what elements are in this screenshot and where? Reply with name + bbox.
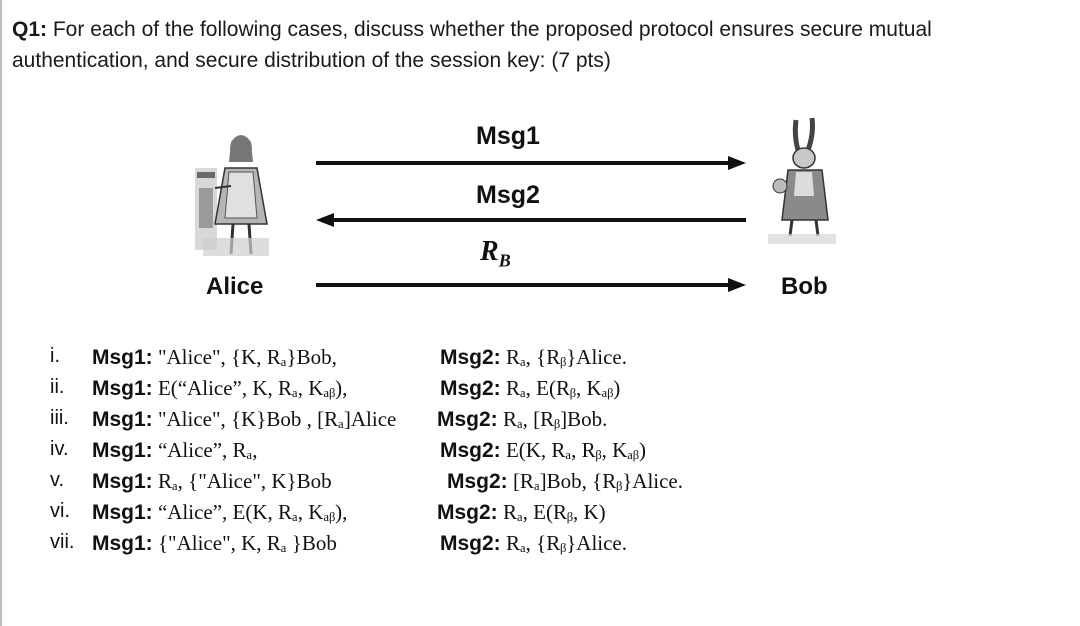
page-left-border [0, 0, 2, 626]
msg1-label: Msg1 [476, 122, 540, 150]
case-row: vi. Msg1: “Alice”, E(K, Rₐ, Kₐᵦ), Msg2: … [0, 500, 1080, 530]
case-number: vii. [50, 531, 75, 553]
case-number: i. [50, 345, 60, 367]
question-body: For each of the following cases, discuss… [12, 18, 932, 72]
case-row: iii. Msg1: "Alice", {K}Bob , [Rₐ]Alice M… [0, 407, 1080, 437]
case-msg2: Msg2: Rₐ, [Rᵦ]Bob. [437, 407, 608, 431]
case-row: v. Msg1: Rₐ, {"Alice", K}Bob Msg2: [Rₐ]B… [0, 469, 1080, 499]
rb-arrow-right [316, 278, 746, 292]
case-msg1: Msg1: "Alice", {K}Bob , [Rₐ]Alice [92, 407, 397, 431]
msg1-arrow-right [316, 156, 746, 170]
case-msg1: Msg1: E(“Alice”, K, Rₐ, Kₐᵦ), [92, 376, 348, 400]
case-msg2: Msg2: Rₐ, E(Rᵦ, Kₐᵦ) [440, 376, 621, 400]
case-msg1: Msg1: “Alice”, Rₐ, [92, 438, 258, 462]
case-number: ii. [50, 376, 65, 398]
alice-illustration [195, 135, 269, 256]
case-row: vii. Msg1: {"Alice", K, Rₐ }Bob Msg2: Rₐ… [0, 531, 1080, 561]
case-msg2: Msg2: E(K, Rₐ, Rᵦ, Kₐᵦ) [440, 438, 646, 462]
case-number: vi. [50, 500, 70, 522]
msg2-arrow-left [316, 213, 746, 227]
case-msg1: Msg1: “Alice”, E(K, Rₐ, Kₐᵦ), [92, 500, 348, 524]
question-number: Q1: [12, 18, 48, 41]
case-msg2: Msg2: Rₐ, {Rᵦ}Alice. [440, 531, 628, 555]
case-msg1: Msg1: {"Alice", K, Rₐ }Bob [92, 531, 337, 555]
case-msg1: Msg1: "Alice", {K, Rₐ}Bob, [92, 345, 337, 369]
case-row: ii. Msg1: E(“Alice”, K, Rₐ, Kₐᵦ), Msg2: … [0, 376, 1080, 406]
case-row: iv. Msg1: “Alice”, Rₐ, Msg2: E(K, Rₐ, Rᵦ… [0, 438, 1080, 468]
bob-label: Bob [781, 273, 828, 300]
alice-label: Alice [206, 273, 264, 300]
case-msg2: Msg2: [Rₐ]Bob, {Rᵦ}Alice. [447, 469, 683, 493]
rb-label: RB [480, 236, 511, 271]
case-msg2: Msg2: Rₐ, E(Rᵦ, K) [437, 500, 606, 524]
question-text: Q1: For each of the following cases, dis… [12, 14, 1067, 76]
case-number: iv. [50, 438, 69, 460]
msg2-label: Msg2 [476, 181, 540, 209]
case-number: v. [50, 469, 65, 491]
case-msg2: Msg2: Rₐ, {Rᵦ}Alice. [440, 345, 628, 369]
case-row: i. Msg1: "Alice", {K, Rₐ}Bob, Msg2: Rₐ, … [0, 345, 1080, 375]
case-number: iii. [50, 407, 69, 429]
white-rabbit-illustration [768, 117, 836, 244]
case-msg1: Msg1: Rₐ, {"Alice", K}Bob [92, 469, 332, 493]
